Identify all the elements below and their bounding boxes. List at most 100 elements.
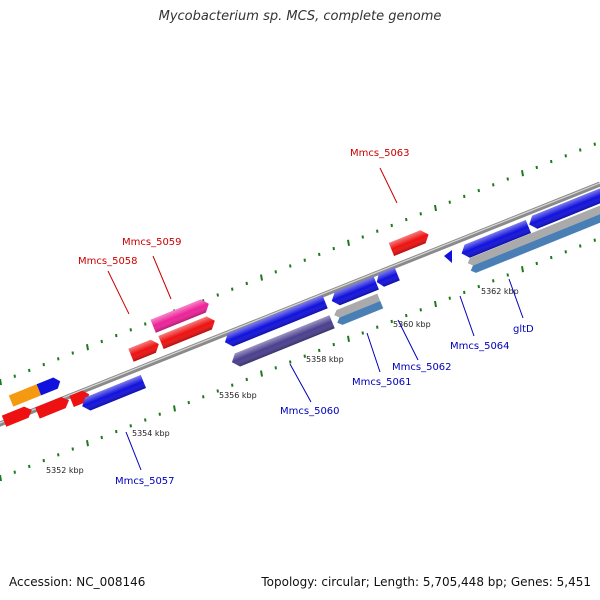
gene-label-mmcs-5061: Mmcs_5061 (352, 377, 412, 388)
gene-arrow-left-red-2[interactable] (35, 395, 71, 419)
lower-tick (28, 464, 31, 469)
upper-tick (550, 159, 553, 164)
gene-arrow-left-red-3[interactable] (69, 389, 91, 407)
lower-tick (477, 284, 480, 289)
upper-tick (318, 252, 321, 257)
upper-tick (289, 264, 292, 268)
upper-tick (535, 165, 538, 170)
upper-tick (144, 322, 147, 326)
upper-tick (376, 229, 379, 233)
lower-tick (550, 255, 553, 260)
lower-tick (390, 319, 393, 324)
tick-label-5356: 5356 kbp (219, 391, 257, 400)
gene-label-mmcs-5059: Mmcs_5059 (122, 237, 182, 248)
lower-tick (0, 474, 2, 482)
lower-tick (71, 447, 74, 451)
lower-tick (158, 412, 161, 416)
upper-tick (216, 293, 219, 297)
lower-tick (579, 244, 582, 248)
lower-tick (129, 424, 132, 428)
lower-tick (245, 377, 248, 382)
gene-arrow-mmcs-5062[interactable] (336, 301, 384, 326)
upper-tick (463, 194, 466, 199)
lower-tick (492, 279, 495, 283)
gene-label-gltd: gltD (513, 324, 534, 335)
lower-tick (303, 354, 306, 358)
lower-tick (216, 389, 219, 393)
lower-tick (115, 429, 118, 434)
upper-tick (448, 200, 451, 204)
upper-tick (506, 177, 509, 181)
gene-label-mmcs-5057: Mmcs_5057 (115, 476, 175, 487)
upper-tick (593, 142, 596, 146)
lower-tick (289, 360, 292, 364)
upper-tick (521, 170, 524, 177)
upper-tick (361, 235, 364, 239)
gene-arrows (1, 182, 600, 427)
gene-arrow-left-red-1[interactable] (1, 404, 34, 427)
tick-label-5352: 5352 kbp (46, 466, 84, 475)
tick-label-5362: 5362 kbp (481, 287, 519, 296)
upper-tick (231, 287, 234, 291)
upper-tick (303, 258, 306, 262)
upper-tick (86, 344, 89, 351)
lower-tick (521, 266, 524, 273)
lower-tick (13, 470, 16, 474)
gene-arrow-gltd-gray[interactable] (466, 205, 600, 267)
gene-arrow-mmcs-5064[interactable] (444, 250, 452, 263)
lower-tick (173, 405, 176, 412)
upper-tick (100, 339, 103, 344)
gene-label-mmcs-5060: Mmcs_5060 (280, 406, 340, 417)
upper-tick (42, 362, 45, 367)
lower-tick (506, 273, 509, 277)
upper-tick (579, 148, 582, 152)
upper-tick (332, 246, 335, 251)
upper-tick (274, 270, 277, 274)
lower-tick (347, 335, 350, 342)
lower-tick (100, 435, 103, 440)
map-title: Mycobacterium sp. MCS, complete genome (158, 9, 442, 24)
upper-tick (13, 374, 16, 378)
lower-tick (86, 440, 89, 447)
upper-tick (115, 333, 118, 338)
lower-tick (144, 418, 147, 422)
lower-tick (405, 313, 408, 318)
upper-tick (129, 328, 132, 332)
callout-lines (107, 167, 524, 471)
tick-label-5358: 5358 kbp (306, 355, 344, 364)
tick-label-5354: 5354 kbp (132, 429, 170, 438)
lower-tick (361, 331, 364, 335)
lower-tick (260, 370, 263, 377)
upper-tick (0, 378, 2, 386)
upper-tick (477, 188, 480, 193)
lower-tick (318, 348, 321, 353)
gene-arrow-left-blue[interactable] (36, 376, 63, 396)
tick-row-upper (0, 142, 596, 386)
lower-tick (332, 342, 335, 347)
lower-tick (42, 458, 45, 463)
lower-tick (274, 366, 277, 370)
upper-tick (434, 204, 437, 212)
lower-tick (57, 453, 60, 457)
upper-tick (260, 274, 263, 281)
topology-text: Topology: circular; Length: 5,705,448 bp… (261, 575, 591, 589)
upper-tick (57, 357, 60, 361)
gene-label-mmcs-5063: Mmcs_5063 (350, 148, 410, 159)
upper-tick (245, 281, 248, 286)
tick-label-5360: 5360 kbp (393, 320, 431, 329)
lower-tick (564, 250, 567, 254)
lower-tick (376, 325, 379, 329)
gene-arrow-mmcs-5062-gray[interactable] (333, 293, 381, 319)
upper-tick (405, 217, 408, 222)
lower-tick (448, 296, 451, 300)
gene-arrow-gltd[interactable] (469, 213, 600, 274)
tick-row-lower (0, 238, 596, 482)
gene-arrow-left-orange[interactable] (8, 384, 42, 407)
upper-tick (419, 212, 422, 216)
gene-labels: Mmcs_5063 Mmcs_5059 Mmcs_5058 Mmcs_5064 … (78, 148, 534, 487)
tick-labels: 5352 kbp 5354 kbp 5356 kbp 5358 kbp 5360… (46, 287, 519, 475)
upper-tick (71, 351, 74, 355)
upper-tick (390, 223, 393, 228)
lower-tick (419, 308, 422, 312)
